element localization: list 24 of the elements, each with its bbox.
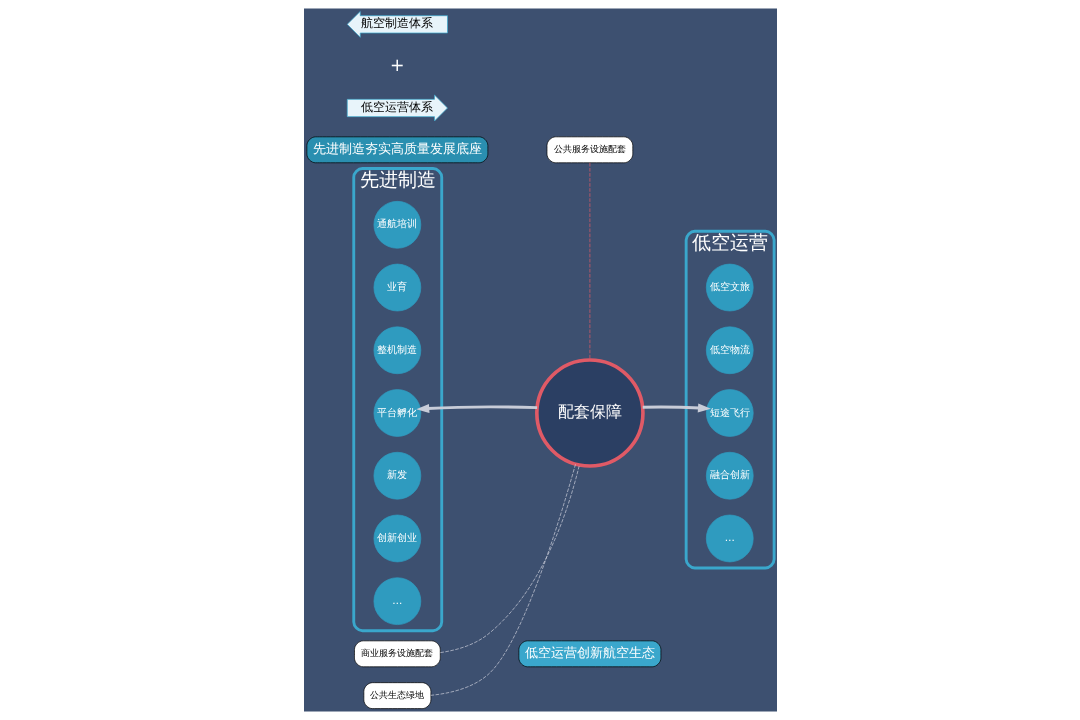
node-circle: 低空物流 [705, 326, 754, 375]
node-circle: … [373, 577, 421, 625]
node-circle: 配套保障 [534, 358, 645, 468]
node-circle: 创新创业 [373, 514, 421, 563]
node-circle: 平台孵化 [373, 389, 421, 437]
label: + [389, 54, 405, 75]
connector [439, 464, 580, 653]
node-circle: 短途飞行 [705, 389, 754, 437]
node-circle: 低空文旅 [705, 263, 754, 312]
arrow [642, 403, 711, 413]
connector [589, 162, 590, 361]
arrow [415, 403, 537, 413]
node-box: 低空运营创新航空生态 [518, 640, 661, 668]
node-box: 公共生态绿地 [363, 682, 431, 709]
node-box: 公共服务设施配套 [546, 136, 633, 164]
node-circle: … [705, 514, 754, 563]
node-circle: 业育 [373, 263, 421, 312]
node-circle: 整机制造 [373, 326, 421, 375]
node-circle: 新发 [373, 451, 421, 500]
node-circle: 通航培训 [373, 201, 421, 249]
node-box: 先进制造夯实高质量发展底座 [306, 136, 488, 164]
connector [430, 463, 576, 696]
node-box: 商业服务设施配套 [353, 640, 441, 668]
node-circle: 融合创新 [705, 451, 754, 500]
